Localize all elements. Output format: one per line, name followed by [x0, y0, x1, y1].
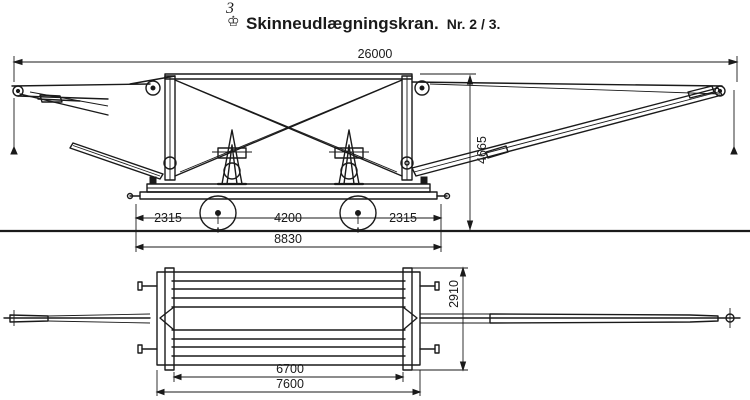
car-underframe — [126, 176, 451, 200]
left-jib — [10, 83, 151, 155]
left-top-pulley — [145, 80, 161, 96]
right-top-pulley — [414, 80, 430, 96]
right-jib — [404, 81, 738, 177]
frame-length-dimension: 7600 — [155, 370, 422, 396]
dim-inner-length: 6700 — [276, 362, 304, 376]
crane-frame — [163, 73, 414, 181]
inner-length-dimension: 6700 — [172, 362, 405, 382]
underframe-length-dimension: 8830 — [134, 232, 443, 251]
title-text: Skinneudlægningskran. — [246, 14, 439, 33]
winch-right — [329, 129, 369, 186]
dim-width: 2910 — [447, 280, 461, 308]
width-dimension: 2910 — [412, 266, 468, 372]
left-lower-boom — [69, 142, 164, 180]
drawing-number: Nr. 2 / 3. — [446, 16, 501, 32]
plan-car-body — [137, 267, 440, 371]
crown-emblem-icon: ♔ — [227, 14, 240, 30]
dim-overall-length: 26000 — [358, 47, 393, 61]
plan-view: 2910 6700 7600 — [3, 266, 741, 396]
dim-frame-length: 7600 — [276, 377, 304, 391]
plan-left-boom — [3, 310, 151, 326]
drawing-title: Skinneudlægningskran. Nr. 2 / 3. — [228, 14, 500, 34]
overall-length-dimension: 26000 — [12, 47, 739, 82]
side-elevation: 26000 4665 — [0, 47, 750, 252]
dim-left-overhang: 2315 — [154, 211, 182, 225]
plan-right-boom — [419, 308, 741, 328]
winch-left — [212, 129, 252, 186]
dim-underframe-length: 8830 — [274, 232, 302, 246]
axle-dimension-chain: 2315 4200 2315 — [134, 204, 443, 252]
height-dimension: 4665 — [420, 73, 489, 231]
page-number: 3 — [226, 0, 234, 17]
dim-wheelbase: 4200 — [274, 211, 302, 225]
dim-right-overhang: 2315 — [389, 211, 417, 225]
